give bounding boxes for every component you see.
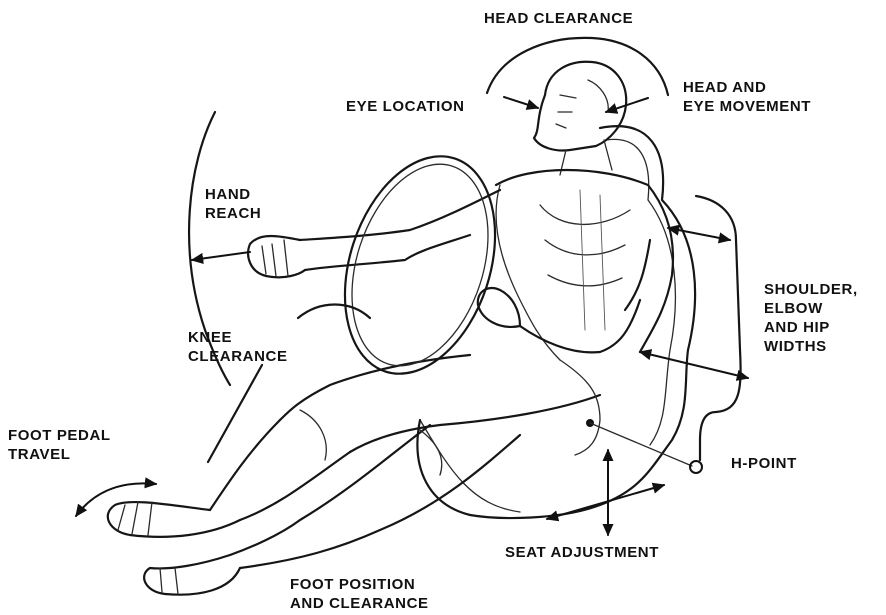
seat-outline — [417, 126, 695, 518]
label-head-eye-movement: HEAD AND EYE MOVEMENT — [683, 78, 811, 116]
label-knee-clearance: KNEE CLEARANCE — [188, 328, 288, 366]
knee-clearance-arc — [298, 305, 370, 319]
head-clearance-arc — [487, 38, 668, 95]
label-h-point: H-POINT — [731, 454, 797, 473]
foot-pedal-travel-arrow — [76, 483, 156, 516]
label-eye-location: EYE LOCATION — [346, 97, 465, 116]
label-seat-adjustment: SEAT ADJUSTMENT — [505, 543, 659, 562]
elbow-width-arrow — [640, 352, 748, 378]
label-hand-reach: HAND REACH — [205, 185, 261, 223]
shoulder-width-arrow — [668, 228, 730, 240]
seat-fore-aft-arrow — [547, 485, 664, 519]
hand-reach-arrow — [192, 252, 250, 260]
label-foot-pedal-travel: FOOT PEDAL TRAVEL — [8, 426, 111, 464]
label-head-clearance: HEAD CLEARANCE — [484, 9, 633, 28]
label-shoulder-elbow-hip-widths: SHOULDER, ELBOW AND HIP WIDTHS — [764, 280, 858, 356]
label-foot-position-clearance: FOOT POSITION AND CLEARANCE — [290, 575, 429, 613]
h-point-marker — [586, 419, 702, 473]
eye-location-arrow — [504, 97, 538, 108]
